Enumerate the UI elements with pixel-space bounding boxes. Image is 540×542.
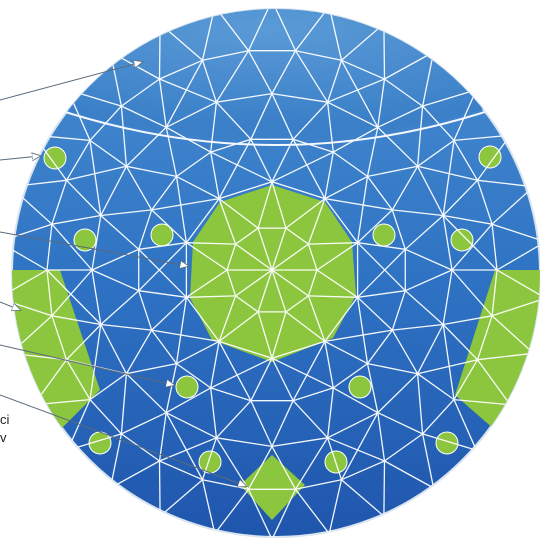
mesh-edge <box>384 461 385 516</box>
mesh-edge <box>160 461 161 516</box>
small-green-circle <box>176 376 198 398</box>
annotation-label-line1: ci <box>0 412 9 428</box>
small-green-circle <box>436 432 458 454</box>
small-green-circle <box>373 224 395 246</box>
mesh-edge <box>215 1 272 7</box>
annotation-label-line2: v <box>0 430 7 446</box>
small-green-circle <box>44 147 66 169</box>
mesh-edge <box>272 1 329 7</box>
small-green-circle <box>349 376 371 398</box>
pointer-arrow <box>0 156 40 160</box>
mesh-edge <box>160 24 161 79</box>
small-green-circle <box>451 229 473 251</box>
small-green-circle <box>479 146 501 168</box>
